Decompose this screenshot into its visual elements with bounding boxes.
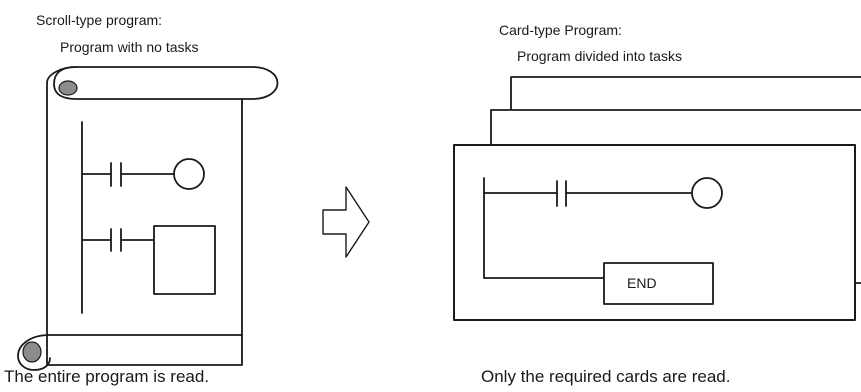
card-subheading: Program divided into tasks	[517, 48, 682, 64]
scroll-subheading: Program with no tasks	[60, 39, 199, 55]
hollow-arrow-right-icon	[322, 186, 370, 258]
card-stack-illustration	[453, 76, 861, 321]
scroll-top-curl-shade	[58, 80, 78, 96]
scroll-top-curl	[53, 66, 243, 100]
card-end-box	[603, 262, 714, 305]
scroll-body	[46, 66, 279, 366]
scroll-rung1-coil	[173, 158, 205, 190]
scroll-illustration	[17, 66, 279, 371]
scroll-bottom-curl-shade	[22, 341, 42, 363]
card-rung1-coil	[691, 177, 723, 209]
card-heading: Card-type Program:	[499, 22, 622, 38]
card-end-label: END	[627, 275, 657, 291]
scroll-caption: The entire program is read.	[4, 367, 210, 386]
card-caption: Only the required cards are read.	[481, 367, 731, 386]
scroll-rung2-instruction-box	[153, 225, 216, 295]
scroll-heading: Scroll-type program:	[36, 12, 163, 28]
scroll-bottom-curl	[17, 334, 243, 371]
